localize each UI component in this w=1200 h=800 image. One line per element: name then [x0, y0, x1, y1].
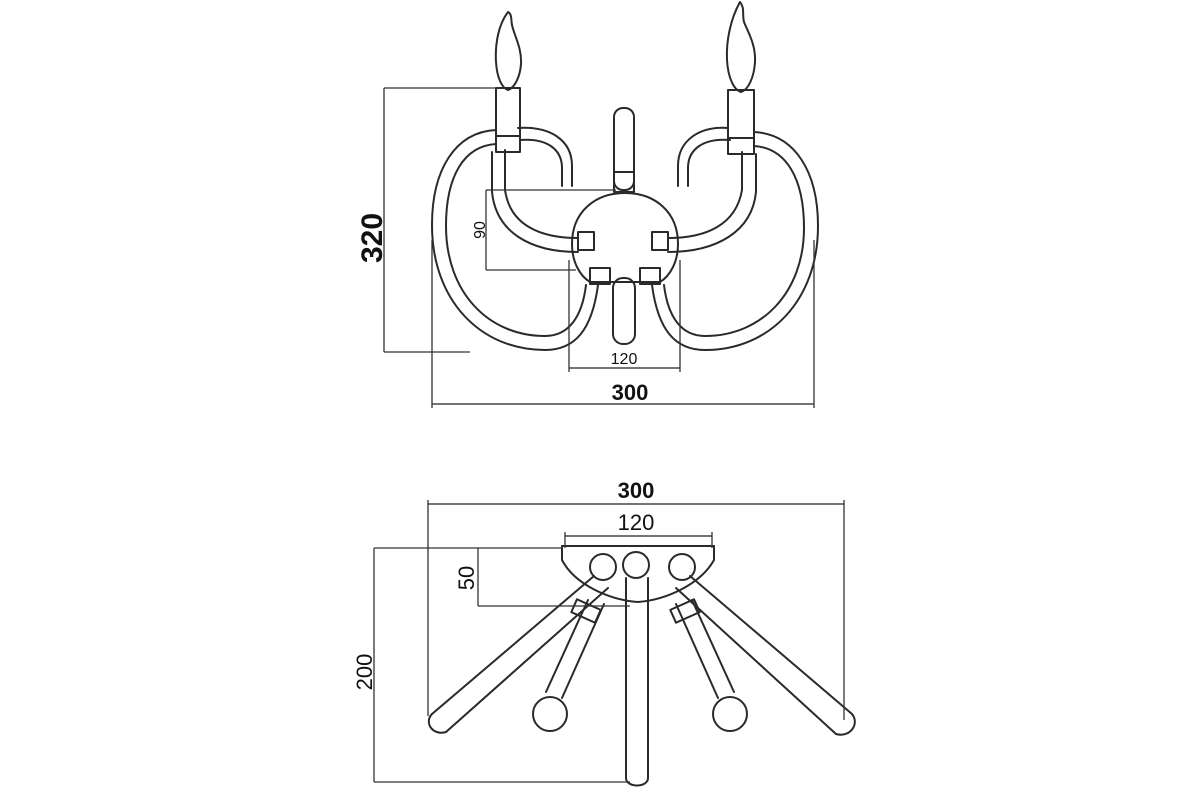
wall-plate: [561, 545, 715, 603]
right-flame: [725, 1, 757, 93]
top-inner-width-label: 120: [618, 510, 655, 535]
top-depth-label: 200: [352, 654, 377, 691]
front-height-label: 320: [356, 213, 389, 263]
front-width-label: 300: [612, 380, 649, 405]
left-flame: [494, 11, 523, 91]
center-hub: [571, 192, 679, 283]
front-inner-width-label: 120: [611, 351, 638, 368]
top-width-label: 300: [618, 478, 655, 503]
front-inner-height-label: 90: [472, 221, 489, 239]
left-candle-sleeve: [495, 87, 521, 153]
top-view: 300 120 200 50: [352, 478, 856, 787]
top-inner-depth-label: 50: [454, 566, 479, 590]
right-candle-sleeve: [727, 89, 755, 155]
center-rod: [613, 107, 635, 191]
front-view: 320 90 120 300: [356, 1, 819, 408]
